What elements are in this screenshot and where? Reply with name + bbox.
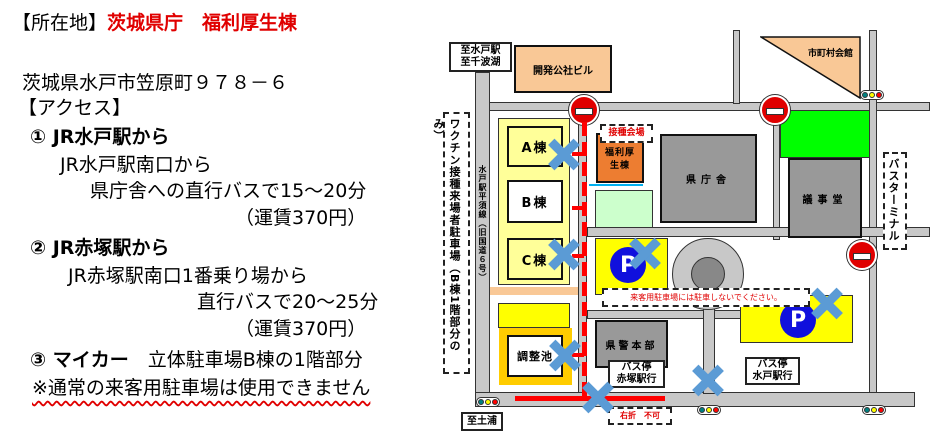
traffic-light-icon: [476, 397, 500, 407]
route1-title: ① JR水戸駅から: [30, 126, 170, 148]
route2-fare: （運賃370円）: [235, 318, 367, 340]
location-name: 茨城県庁 福利厚生棟: [107, 12, 298, 34]
blocked-x-icon: [548, 238, 580, 270]
venue-label: 接種会場: [600, 124, 653, 143]
route2-title: ② JR赤塚駅から: [30, 237, 170, 259]
walk-route: [589, 184, 643, 186]
address: 茨城県水戸市笠原町９７８－６: [22, 72, 289, 94]
bus-stop-mito: バス停 水戸駅行: [745, 357, 800, 385]
kenchosha: 県庁舎: [660, 134, 757, 223]
green-lawn: [780, 110, 870, 158]
no-right-turn-label: 右折 不可: [608, 407, 672, 425]
route3-title: ③ マイカー: [30, 349, 129, 371]
parking-note: ※通常の来客用駐車場は使用できません: [32, 377, 371, 399]
road: [869, 30, 877, 408]
yellow-lot: [498, 303, 570, 328]
bus-stop-akatsuka: バス停 赤塚駅行: [608, 360, 665, 388]
location-heading: 【所在地】茨城県庁 福利厚生棟: [12, 12, 297, 34]
route2-line2: 直行バスで20～25分: [197, 291, 379, 313]
route3: ③ マイカー 立体駐車場B棟の1階部分: [30, 349, 363, 371]
shichoson-label: 市町村会館: [808, 49, 854, 59]
to-tsuchiura-sign: 至土浦: [461, 412, 503, 431]
blocked-x-icon: [811, 287, 843, 319]
route1-line2: 県庁舎への直行バスで15～20分: [90, 180, 367, 202]
gijido: 議事堂: [788, 158, 862, 238]
road: [587, 227, 930, 237]
blocked-x-icon: [582, 381, 614, 413]
no-entry-sign: [847, 240, 877, 270]
no-entry-sign: [760, 95, 790, 125]
access-heading: 【アクセス】: [18, 97, 132, 119]
kaihatsu-building: 開発公社ビル: [514, 45, 612, 93]
route2-line1: JR赤塚駅南口1番乗り場から: [68, 265, 308, 287]
parking-icon: P: [780, 302, 816, 338]
building-b: B棟: [507, 180, 563, 223]
route-arrow-line: [582, 122, 587, 397]
blocked-x-icon: [629, 237, 661, 269]
path-strip: [490, 287, 578, 295]
road-name: 水戸駅平須線（旧国道６号）: [478, 165, 487, 282]
no-parking-notice: 来客用駐車場には駐車しないでください。: [602, 288, 810, 307]
roundabout-center: [691, 257, 725, 291]
green-area: [595, 190, 653, 228]
blocked-x-icon: [692, 364, 724, 396]
route3-text: 立体駐車場B棟の1階部分: [147, 349, 363, 371]
route1-fare: （運賃370円）: [235, 207, 367, 229]
vaccine-parking-label: ワクチン接種来場者駐車場（B棟1階部分のみ）: [432, 112, 470, 374]
route1-line1: JR水戸駅南口から: [60, 154, 212, 176]
road: [587, 310, 742, 319]
blocked-x-icon: [549, 339, 581, 371]
traffic-light-icon: [862, 405, 886, 415]
traffic-light-icon: [697, 405, 721, 415]
traffic-light-icon: [860, 90, 884, 100]
no-entry-sign: [569, 95, 599, 125]
route-arrow-branch: [572, 206, 584, 210]
to-mito-sign: 至水戸駅 至千波湖: [449, 42, 512, 72]
location-prefix: 【所在地】: [12, 12, 108, 34]
road: [733, 30, 740, 104]
bus-terminal-label: バスターミナル: [883, 152, 907, 250]
shichoson-building: [760, 36, 861, 100]
road: [773, 110, 780, 240]
blocked-x-icon: [548, 138, 580, 170]
